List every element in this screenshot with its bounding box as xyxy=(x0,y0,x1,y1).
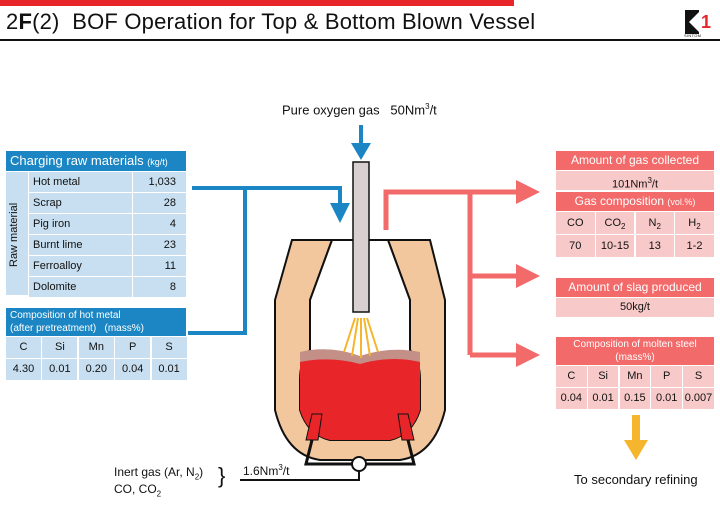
inert-gas-line xyxy=(240,471,360,481)
gas-valve-icon xyxy=(351,456,367,472)
hot-metal-value: 4.30 xyxy=(6,359,41,380)
bottom-gas-line-right xyxy=(366,439,416,466)
gas-collected-value: 101Nm3/t xyxy=(556,171,714,191)
molten-value: 0.01 xyxy=(651,388,682,409)
tuyere-left xyxy=(305,413,323,441)
inert-gas-label: Inert gas (Ar, N2) xyxy=(114,465,204,482)
charging-item-value: 8 xyxy=(133,277,186,297)
raw-material-side: Raw material xyxy=(6,172,28,295)
charging-title: Charging raw materials (kg/t) xyxy=(6,151,186,171)
charging-flow-line xyxy=(188,186,247,335)
hot-metal-value: 0.01 xyxy=(151,359,187,380)
molten-header: C xyxy=(556,366,587,387)
gas-arrow xyxy=(516,180,540,204)
bottom-gas-line xyxy=(304,439,352,466)
tuyere-right xyxy=(397,413,415,441)
charging-item-name: Hot metal xyxy=(29,172,132,192)
gas-component-header: H2 xyxy=(675,212,714,234)
inert-gas-label-2: CO, CO2 xyxy=(114,482,162,499)
oxygen-arrow xyxy=(351,143,371,160)
gas-component-header: CO2 xyxy=(595,212,635,234)
title-accent-bar xyxy=(0,0,514,6)
inert-gas-value: 1.6Nm3/t xyxy=(243,463,290,478)
hot-metal-value: 0.20 xyxy=(78,359,114,380)
molten-value: 0.007 xyxy=(683,388,714,409)
charging-item-name: Ferroalloy xyxy=(29,256,132,276)
inert-gas-brace: } xyxy=(218,463,226,488)
charging-item-value: 11 xyxy=(133,256,186,276)
oxygen-jets xyxy=(343,317,379,358)
gas-component-header: N2 xyxy=(635,212,674,234)
hot-metal-header: Si xyxy=(42,337,78,358)
gas-component-value: 1-2 xyxy=(675,235,714,257)
charging-item-value: 28 xyxy=(133,193,186,213)
slag-arrow xyxy=(516,264,540,288)
raw-material-label: Raw material xyxy=(8,202,20,267)
oxygen-lance xyxy=(352,161,370,313)
hot-metal-value: 0.01 xyxy=(42,359,78,380)
hot-metal-header: S xyxy=(151,337,187,358)
charging-item-value: 23 xyxy=(133,235,186,255)
gas-composition-title: Gas composition (vol.%) xyxy=(556,192,714,211)
svg-text:1: 1 xyxy=(701,12,711,32)
charging-item-name: Burnt lime xyxy=(29,235,132,255)
molten-header: S xyxy=(683,366,714,387)
charging-feed-line xyxy=(245,186,342,205)
hot-metal-header: Mn xyxy=(78,337,114,358)
gas-component-value: 10-15 xyxy=(595,235,635,257)
gas-component-header: CO xyxy=(556,212,595,234)
molten-value: 0.01 xyxy=(587,388,619,409)
molten-steel xyxy=(300,358,420,440)
page-title: 2F(2) BOF Operation for Top & Bottom Blo… xyxy=(6,9,536,34)
charging-item-value: 1,033 xyxy=(133,172,186,192)
molten-header: Mn xyxy=(619,366,651,387)
gas-collected-title: Amount of gas collected xyxy=(556,151,714,170)
gas-component-value: 70 xyxy=(556,235,595,257)
charging-item-name: Dolomite xyxy=(29,277,132,297)
charging-item-name: Scrap xyxy=(29,193,132,213)
slag-title: Amount of slag produced xyxy=(556,278,714,297)
steel-arrow xyxy=(516,343,540,367)
refining-arrow xyxy=(624,440,648,460)
charging-item-value: 4 xyxy=(133,214,186,234)
logo-text: SINTOM xyxy=(684,33,702,38)
molten-value: 0.15 xyxy=(619,388,651,409)
molten-header: P xyxy=(651,366,682,387)
gas-flow-line xyxy=(383,189,470,230)
gas-component-value: 13 xyxy=(635,235,674,257)
secondary-refining-label: To secondary refining xyxy=(574,472,698,487)
molten-value: 0.04 xyxy=(556,388,587,409)
molten-header: Si xyxy=(587,366,619,387)
refining-arrow-shaft xyxy=(632,415,640,443)
charging-item-name: Pig iron xyxy=(29,214,132,234)
hot-metal-value: 0.04 xyxy=(115,359,151,380)
hot-metal-header: C xyxy=(6,337,41,358)
molten-title: Composition of molten steel(mass%) xyxy=(556,337,714,365)
hot-metal-header: P xyxy=(115,337,151,358)
hot-metal-title: Composition of hot metal(after pretreatm… xyxy=(6,308,186,336)
slag-value: 50kg/t xyxy=(556,298,714,317)
title-rule xyxy=(0,39,720,41)
oxygen-label: Pure oxygen gas 50Nm3/t xyxy=(282,102,437,118)
logo-icon: 1 xyxy=(685,10,711,34)
charging-arrow xyxy=(330,203,350,223)
